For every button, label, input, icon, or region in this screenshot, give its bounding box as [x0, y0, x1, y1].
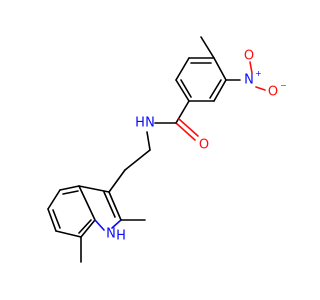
double-bond-inner — [62, 190, 79, 195]
bond — [80, 219, 96, 238]
carbonyl-oxygen-label: O — [199, 138, 209, 153]
indole-nitrogen-label: N — [106, 227, 116, 242]
nitro-bond — [255, 86, 266, 91]
double-bond-inner — [78, 219, 92, 234]
nitro-oxygen-upper-label: O — [244, 49, 254, 64]
double-bond-inner — [52, 209, 61, 229]
bond — [47, 208, 57, 232]
ring-to-carbonyl-bond — [175, 100, 190, 124]
amide-nitrogen-label: N — [145, 116, 155, 131]
bond — [111, 219, 122, 229]
ethyl-linker-bond — [124, 149, 151, 171]
ethyl-to-indole-bond — [108, 169, 126, 193]
bond — [175, 79, 190, 102]
atom-labels: N + O O − N H O N H — [106, 49, 287, 244]
bond — [213, 57, 227, 81]
amide-n-to-ethyl-bond — [146, 131, 151, 151]
amide-hydrogen-label: H — [135, 116, 145, 131]
bond — [55, 230, 82, 238]
double-bond-inner — [209, 79, 222, 99]
carbonyl-double-bond — [175, 122, 196, 141]
carbonyl-double-bond — [178, 118, 199, 137]
bond — [175, 57, 190, 81]
molecule-structure: N + O O − N H O N H — [47, 36, 287, 263]
benzamide-ring-bonds — [175, 57, 227, 102]
bond — [47, 189, 61, 210]
bond — [213, 79, 227, 102]
double-bond-inner — [180, 79, 192, 98]
methyl-bond — [200, 36, 215, 59]
nitro-oxygen-lower-label: O — [268, 85, 278, 100]
nitro-nitrogen-charge: + — [255, 69, 262, 78]
bond — [94, 219, 105, 231]
bond — [78, 185, 110, 193]
indole-ring-bonds — [47, 185, 122, 238]
nitro-oxygen-charge: − — [280, 81, 287, 90]
double-bond-inner — [103, 191, 116, 218]
bond — [108, 191, 122, 221]
bond — [59, 185, 80, 191]
bond — [78, 185, 96, 221]
indole-hydrogen-label: H — [116, 229, 126, 244]
nitro-bond — [249, 61, 253, 74]
nitro-nitrogen-label: N — [244, 73, 254, 88]
